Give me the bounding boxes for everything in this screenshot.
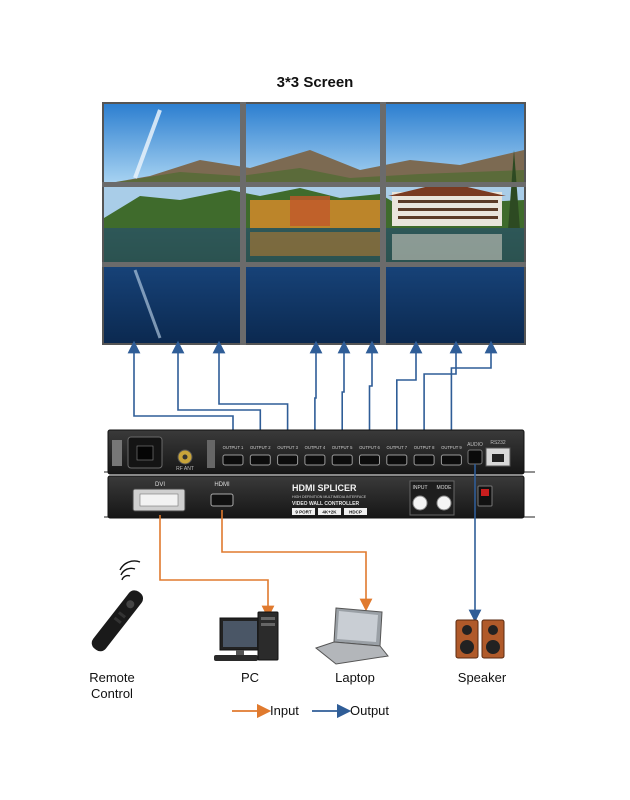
hdmi-output-port <box>304 454 326 466</box>
feature-badge-text: 4K+2K <box>322 510 337 515</box>
wall-divider <box>102 262 526 267</box>
output-line <box>337 340 351 455</box>
feature-badge <box>292 508 315 515</box>
laptop-to-hdmi-line <box>221 510 373 612</box>
output-port-label: OUTPUT 2 <box>250 445 271 450</box>
feature-badge <box>344 508 367 515</box>
output-port-label: OUTPUT 3 <box>277 445 298 450</box>
output-ports: OUTPUT 1 OUTPUT 2 OUTPUT 3 OUTPUT 4 OUTPUT 5… <box>222 445 462 466</box>
front-panel: DVI HDMI HDMI SPLICER HIGH DEFINITION MU… <box>104 475 535 519</box>
hdmi-output-port <box>440 454 462 466</box>
output-port-label: OUTPUT 5 <box>332 445 353 450</box>
remote-control-icon <box>91 560 144 652</box>
feature-badges: 9 PORT 4K+2K HDCP <box>292 508 367 515</box>
audio-label: AUDIO <box>467 442 483 448</box>
output-port-label: OUTPUT 8 <box>414 445 435 450</box>
hdmi-output-port <box>249 454 271 466</box>
hdmi-label: HDMI <box>214 482 230 488</box>
remote-label: Remote Control <box>89 670 135 701</box>
output-line <box>365 340 379 455</box>
screen-title: 3*3 Screen <box>276 74 354 91</box>
rf-label: RF ANT <box>176 466 194 472</box>
hdmi-output-port <box>386 454 408 466</box>
output-port-label: OUTPUT 7 <box>386 445 407 450</box>
hdmi-output-port <box>277 454 299 466</box>
legend-input-label: Input <box>270 703 299 718</box>
feature-badge-text: 9 PORT <box>295 510 312 515</box>
feature-badge <box>318 508 341 515</box>
dvi-label: DVI <box>155 482 165 488</box>
mode-button <box>436 495 452 511</box>
pc-to-dvi-line <box>159 515 275 619</box>
wall-divider <box>240 102 246 345</box>
hdmi-input-port <box>210 493 234 507</box>
feature-badge-text: HDCP <box>349 510 362 515</box>
legend-output-label: Output <box>350 703 390 718</box>
wall-divider <box>380 102 386 345</box>
laptop-label: Laptop <box>335 670 375 685</box>
hdmi-output-port <box>359 454 380 466</box>
pc-label: PC <box>240 670 260 685</box>
brand-subtitle: HIGH DEFINITION MULTIMEDIA INTERFACE <box>292 495 367 499</box>
pc-icon <box>214 611 279 661</box>
net-label: RS232 <box>490 440 506 446</box>
mode-button-label: MODE <box>437 485 453 491</box>
input-button <box>412 495 428 511</box>
output-port-label: OUTPUT 1 <box>223 445 244 450</box>
audio-jack <box>467 449 483 465</box>
output-line <box>395 340 423 455</box>
output-line <box>309 340 323 455</box>
video-wall <box>102 102 526 345</box>
input-button-label: INPUT <box>413 485 428 491</box>
output-port-label: OUTPUT 6 <box>359 445 380 450</box>
speaker-icon <box>455 619 505 659</box>
output-port-label: OUTPUT 9 <box>441 445 462 450</box>
wall-divider <box>102 182 526 187</box>
output-line <box>450 340 498 455</box>
speaker-label: Speaker <box>457 670 507 685</box>
output-port-label: OUTPUT 4 <box>305 445 326 450</box>
hdmi-output-port <box>413 454 435 466</box>
output-lines <box>127 340 498 455</box>
wall-image <box>104 104 524 343</box>
hdmi-output-port <box>331 454 353 466</box>
input-lines <box>159 510 373 619</box>
brand-text: HDMI SPLICER <box>292 483 357 493</box>
hdmi-output-port <box>222 454 244 466</box>
laptop-icon <box>314 607 389 665</box>
output-line <box>423 340 463 455</box>
rear-label-plate <box>207 440 215 468</box>
product-text: VIDEO WALL CONTROLLER <box>292 501 360 507</box>
power-label-plate <box>112 440 122 466</box>
